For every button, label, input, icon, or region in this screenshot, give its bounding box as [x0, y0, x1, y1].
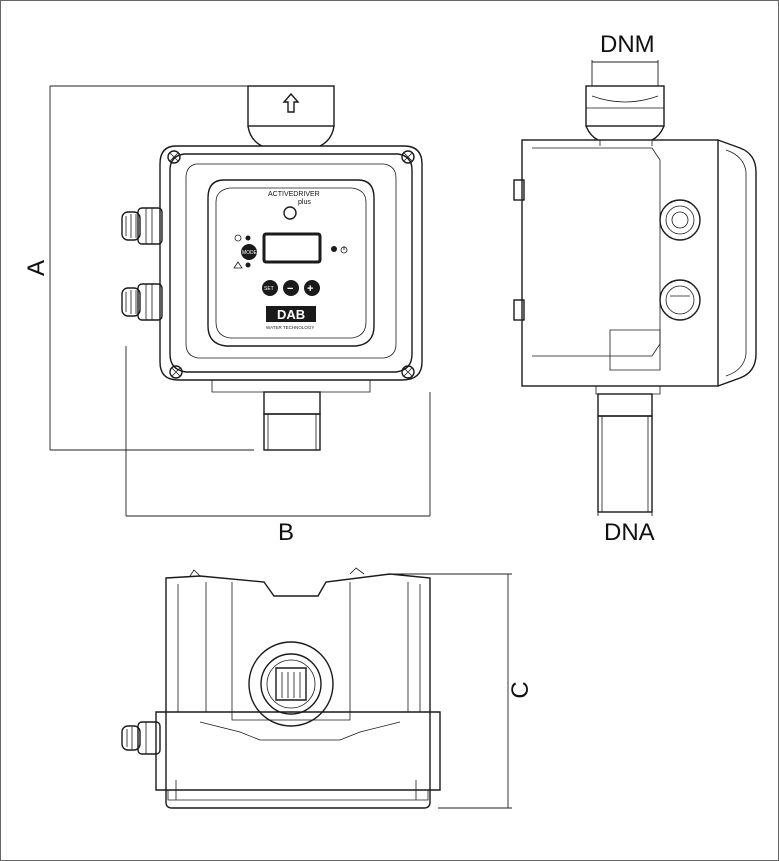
minus-button[interactable]: − — [283, 280, 299, 296]
set-button[interactable]: SET — [262, 280, 278, 296]
screw-top-left — [167, 150, 181, 164]
cable-gland-upper — [121, 207, 163, 245]
dimension-a-label: A — [23, 260, 50, 276]
maker-logo-text: DAB — [277, 307, 305, 322]
plus-button-label: + — [307, 283, 313, 295]
screw-top-right — [401, 150, 415, 164]
status-led — [245, 235, 251, 241]
side-view: DNM — [513, 31, 757, 546]
control-panel: ACTIVEDRIVER plus MODE — [207, 179, 375, 347]
power-top-button[interactable] — [283, 206, 297, 220]
side-top-outlet — [585, 85, 665, 141]
minus-button-label: − — [287, 283, 293, 295]
front-bottom-inlet — [211, 380, 371, 451]
mode-button-label: MODE — [242, 250, 258, 256]
dimension-a: A — [23, 85, 254, 451]
top-housing — [155, 567, 441, 809]
dimension-dnm-label: DNM — [600, 31, 655, 58]
top-gland — [121, 721, 161, 755]
power-icon — [340, 246, 348, 254]
alarm-led — [245, 262, 251, 268]
set-button-label: SET — [264, 286, 274, 292]
warning-indicator-icon — [233, 261, 243, 269]
brand-logo-sub: plus — [298, 199, 311, 206]
front-top-outlet — [247, 85, 335, 147]
front-view: ACTIVEDRIVER plus MODE — [23, 85, 431, 546]
side-body — [513, 139, 757, 395]
flow-arrow-up-icon — [282, 92, 300, 113]
mode-button[interactable]: MODE — [241, 244, 258, 260]
side-bottom-inlet — [597, 393, 653, 513]
screw-bottom-left — [169, 365, 183, 379]
lcd-display — [262, 232, 322, 264]
top-view: C — [121, 567, 534, 809]
maker-tagline: WATER TECHNOLOGY — [266, 325, 314, 330]
top-center-connector — [248, 641, 334, 727]
cable-gland-lower — [121, 283, 163, 321]
rotation-indicator-icon — [234, 234, 242, 242]
dimension-dna-label: DNA — [604, 519, 655, 546]
plus-button[interactable]: + — [304, 280, 320, 296]
side-gland-lower — [659, 279, 701, 321]
dimension-dna: DNA — [597, 512, 655, 546]
front-housing — [159, 145, 423, 381]
dimension-b: B — [125, 346, 431, 546]
dimension-c: C — [390, 573, 534, 809]
dimension-b-label: B — [278, 519, 294, 546]
maker-logo: DAB WATER TECHNOLOGY — [266, 306, 316, 330]
brand-logo: ACTIVEDRIVER — [268, 191, 320, 198]
dimension-dnm: DNM — [591, 31, 659, 86]
dimension-c-label: C — [507, 681, 534, 698]
side-gland-upper — [659, 199, 701, 241]
screw-bottom-right — [401, 365, 415, 379]
power-led — [331, 246, 337, 252]
